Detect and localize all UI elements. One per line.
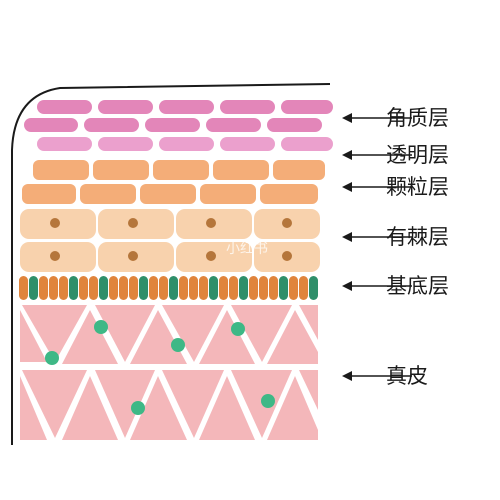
label-stratum-basale: 基底层 [386, 274, 449, 298]
arrow-basale-icon [342, 281, 412, 291]
pointer-arrows [342, 113, 412, 381]
stratum-corneum-cells [24, 100, 333, 132]
skin-outline [11, 83, 331, 445]
label-stratum-granulosum: 颗粒层 [386, 175, 449, 199]
arrow-dermis-icon [342, 371, 412, 381]
dermis-dots [45, 320, 275, 415]
stratum-spinosum-cells [20, 209, 320, 272]
label-stratum-corneum: 角质层 [386, 106, 449, 130]
stratum-basale-cells [19, 276, 318, 300]
stratum-granulosum-cells [22, 160, 325, 204]
arrow-lucidum-icon [342, 150, 412, 160]
label-stratum-lucidum: 透明层 [386, 143, 449, 167]
label-dermis: 真皮 [386, 364, 428, 388]
dermis-triangles [20, 305, 318, 440]
label-stratum-spinosum: 有棘层 [386, 225, 449, 249]
arrow-spinosum-icon [342, 232, 412, 242]
watermark: 小红书 [226, 241, 268, 257]
arrow-corneum-icon [342, 113, 412, 123]
arrow-granulosum-icon [342, 182, 412, 192]
stratum-lucidum-cells [37, 137, 333, 151]
